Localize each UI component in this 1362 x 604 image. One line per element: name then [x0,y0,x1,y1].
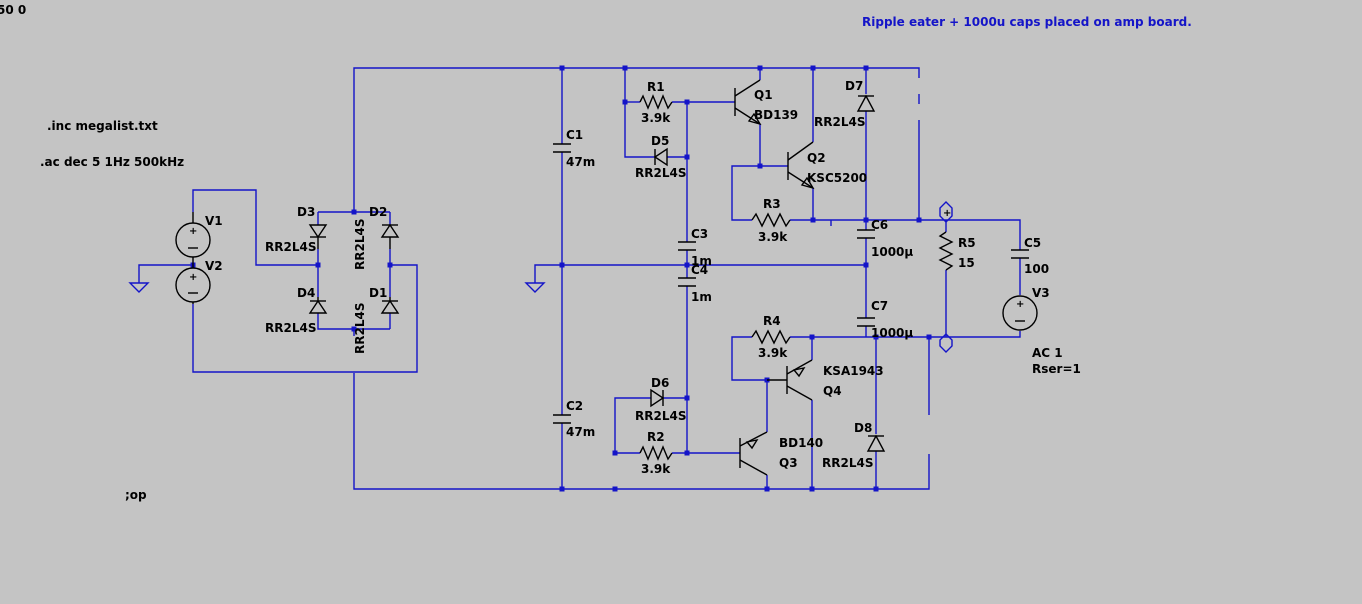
c1-label: C1 [566,128,583,142]
output-port-plus[interactable]: + [939,201,953,223]
inc-directive[interactable]: .inc megalist.txt [47,119,158,133]
d5-model: RR2L4S [635,166,686,180]
voltage-source-v3[interactable]: + V3 AC 1 Rser=1 [1002,286,1081,376]
d7-model: RR2L4S [814,115,865,129]
c5-label: C5 [1024,236,1041,250]
c5-value: 100 [1024,262,1049,276]
c3-label: C3 [691,227,708,241]
voltage-source-v1[interactable]: + V1 [175,212,223,265]
corner-text: 50 0 [0,3,26,17]
capacitor-c7[interactable]: C7 1000µ [857,299,913,340]
resistor-r3[interactable]: R3 3.9k [751,197,791,244]
c6-label: C6 [871,218,888,232]
c4-label: C4 [691,263,708,277]
ac-directive[interactable]: .ac dec 5 1Hz 500kHz [40,155,184,169]
op-directive[interactable]: ;op [125,488,147,502]
d7-label: D7 [845,79,863,93]
v1-label: V1 [205,214,223,228]
c7-value: 1000µ [871,326,913,340]
d4-label: D4 [297,286,315,300]
capacitor-c6[interactable]: C6 1000µ [857,218,913,259]
transistor-q2[interactable]: Q2 KSC5200 [787,141,867,190]
comment-text: Ripple eater + 1000u caps placed on amp … [862,15,1192,29]
d2-label: D2 [369,205,387,219]
q1-model: BD139 [754,108,798,122]
d5-label: D5 [651,134,669,148]
r3-value: 3.9k [758,230,788,244]
wires[interactable] [138,67,1021,490]
r3-label: R3 [763,197,781,211]
transistor-q1[interactable]: Q1 BD139 [734,79,798,126]
resistor-r4[interactable]: R4 3.9k [751,314,791,360]
ground-symbol-left [128,282,150,293]
d4-model: RR2L4S [265,321,316,335]
q2-model: KSC5200 [807,171,867,185]
d3-model: RR2L4S [265,240,316,254]
d2-model: RR2L4S [353,219,367,270]
q4-model: KSA1943 [823,364,884,378]
capacitor-c2[interactable]: C2 47m [553,399,595,439]
v3-label: V3 [1032,286,1050,300]
diode-d8[interactable]: D8 RR2L4S [822,421,886,470]
d3-label: D3 [297,205,315,219]
capacitor-c4[interactable]: C4 1m [678,263,712,304]
c6-value: 1000µ [871,245,913,259]
c2-label: C2 [566,399,583,413]
port-plus-text: + [943,208,951,219]
capacitor-c1[interactable]: C1 47m [553,128,595,169]
transistor-q3[interactable]: Q3 BD140 [739,431,823,476]
capacitor-c3[interactable]: C3 1m [678,227,712,268]
c4-value: 1m [691,290,712,304]
diode-d3[interactable]: D3 RR2L4S [265,205,328,254]
svg-text:+: + [189,226,197,237]
diode-d5[interactable]: D5 RR2L4S [635,134,686,180]
transistor-q4[interactable]: Q4 KSA1943 [767,359,884,401]
diode-d6[interactable]: D6 RR2L4S [635,376,686,423]
q3-model: BD140 [779,436,823,450]
v3-ac-value: AC 1 [1032,346,1063,360]
d6-model: RR2L4S [635,409,686,423]
r4-value: 3.9k [758,346,788,360]
q2-label: Q2 [807,151,826,165]
q4-label: Q4 [823,384,842,398]
c3-value: 1m [691,254,712,268]
output-port-minus[interactable] [939,333,953,353]
r4-label: R4 [763,314,781,328]
d1-label: D1 [369,286,387,300]
d8-model: RR2L4S [822,456,873,470]
svg-text:+: + [189,272,197,283]
r1-value: 3.9k [641,111,671,125]
d8-label: D8 [854,421,872,435]
diode-d2[interactable]: D2 RR2L4S [353,205,400,270]
svg-text:+: + [1016,299,1024,310]
r5-label: R5 [958,236,976,250]
resistor-r1[interactable]: R1 3.9k [639,80,673,125]
r1-label: R1 [647,80,665,94]
c7-label: C7 [871,299,888,313]
voltage-source-v2[interactable]: + V2 [175,259,223,304]
capacitor-c5[interactable]: C5 100 [1011,236,1049,276]
q3-label: Q3 [779,456,798,470]
r2-label: R2 [647,430,665,444]
q1-label: Q1 [754,88,773,102]
ground-symbol-mid [524,282,546,293]
d6-label: D6 [651,376,669,390]
resistor-r2[interactable]: R2 3.9k [639,430,673,476]
v3-rser-value: Rser=1 [1032,362,1081,376]
r2-value: 3.9k [641,462,671,476]
v2-label: V2 [205,259,223,273]
diode-d4[interactable]: D4 RR2L4S [265,286,328,335]
junction-dots [190,65,932,492]
diode-d1[interactable]: D1 RR2L4S [353,286,400,354]
d1-model: RR2L4S [353,303,367,354]
c2-value: 47m [566,425,595,439]
c1-value: 47m [566,155,595,169]
diode-d7[interactable]: D7 RR2L4S [814,79,876,129]
resistor-r5[interactable]: R5 15 [938,231,976,271]
r5-value: 15 [958,256,975,270]
